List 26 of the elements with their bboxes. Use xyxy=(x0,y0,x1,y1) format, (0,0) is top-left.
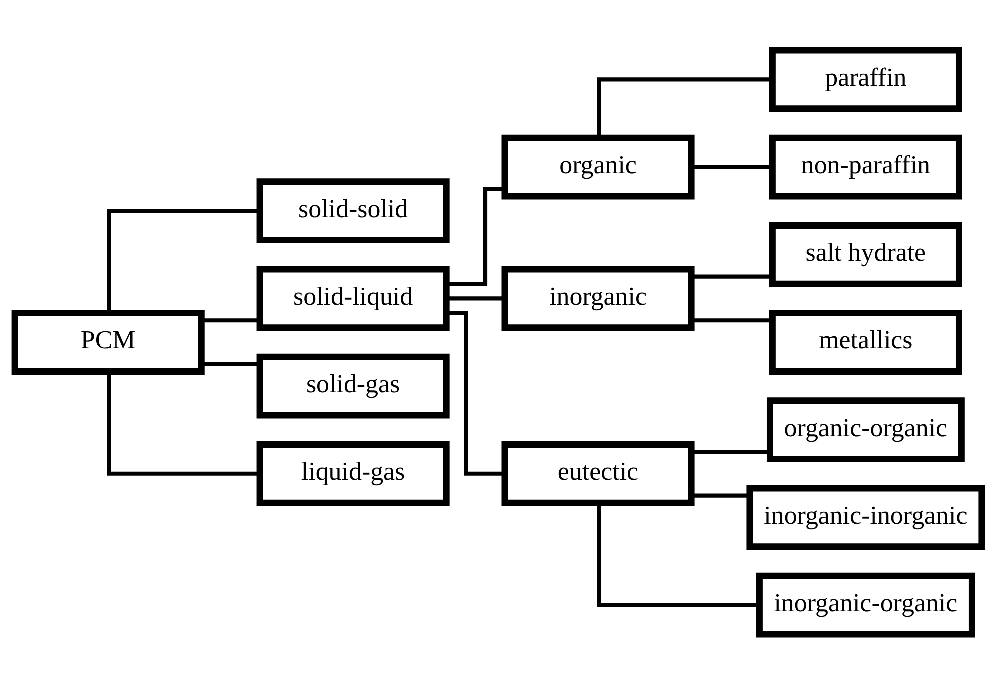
connector xyxy=(597,503,759,607)
node-box: solid-solid xyxy=(256,178,450,244)
node-box: paraffin xyxy=(769,46,962,112)
connector xyxy=(692,493,750,498)
connector xyxy=(446,310,504,476)
node-box: inorganic xyxy=(502,266,695,331)
connector xyxy=(107,208,260,312)
connector xyxy=(692,274,772,278)
node-box: salt hydrate xyxy=(769,222,962,287)
node-box: metallics xyxy=(769,310,962,374)
connector xyxy=(202,362,260,366)
node-box: organic-organic xyxy=(766,397,965,462)
connector xyxy=(202,318,260,322)
node-box: inorganic-inorganic xyxy=(746,484,986,550)
node-box: non-paraffin xyxy=(769,134,962,200)
node-box: PCM xyxy=(12,310,205,374)
node-box: solid-gas xyxy=(256,353,450,418)
node-box: inorganic-organic xyxy=(756,572,976,638)
connector xyxy=(446,296,505,300)
node-box: liquid-gas xyxy=(256,440,450,506)
connector xyxy=(692,318,772,322)
node-box: organic xyxy=(502,134,695,200)
node-box: eutectic xyxy=(502,440,695,506)
node-box: solid-liquid xyxy=(256,266,450,331)
connector xyxy=(692,164,772,169)
connector xyxy=(447,186,505,286)
